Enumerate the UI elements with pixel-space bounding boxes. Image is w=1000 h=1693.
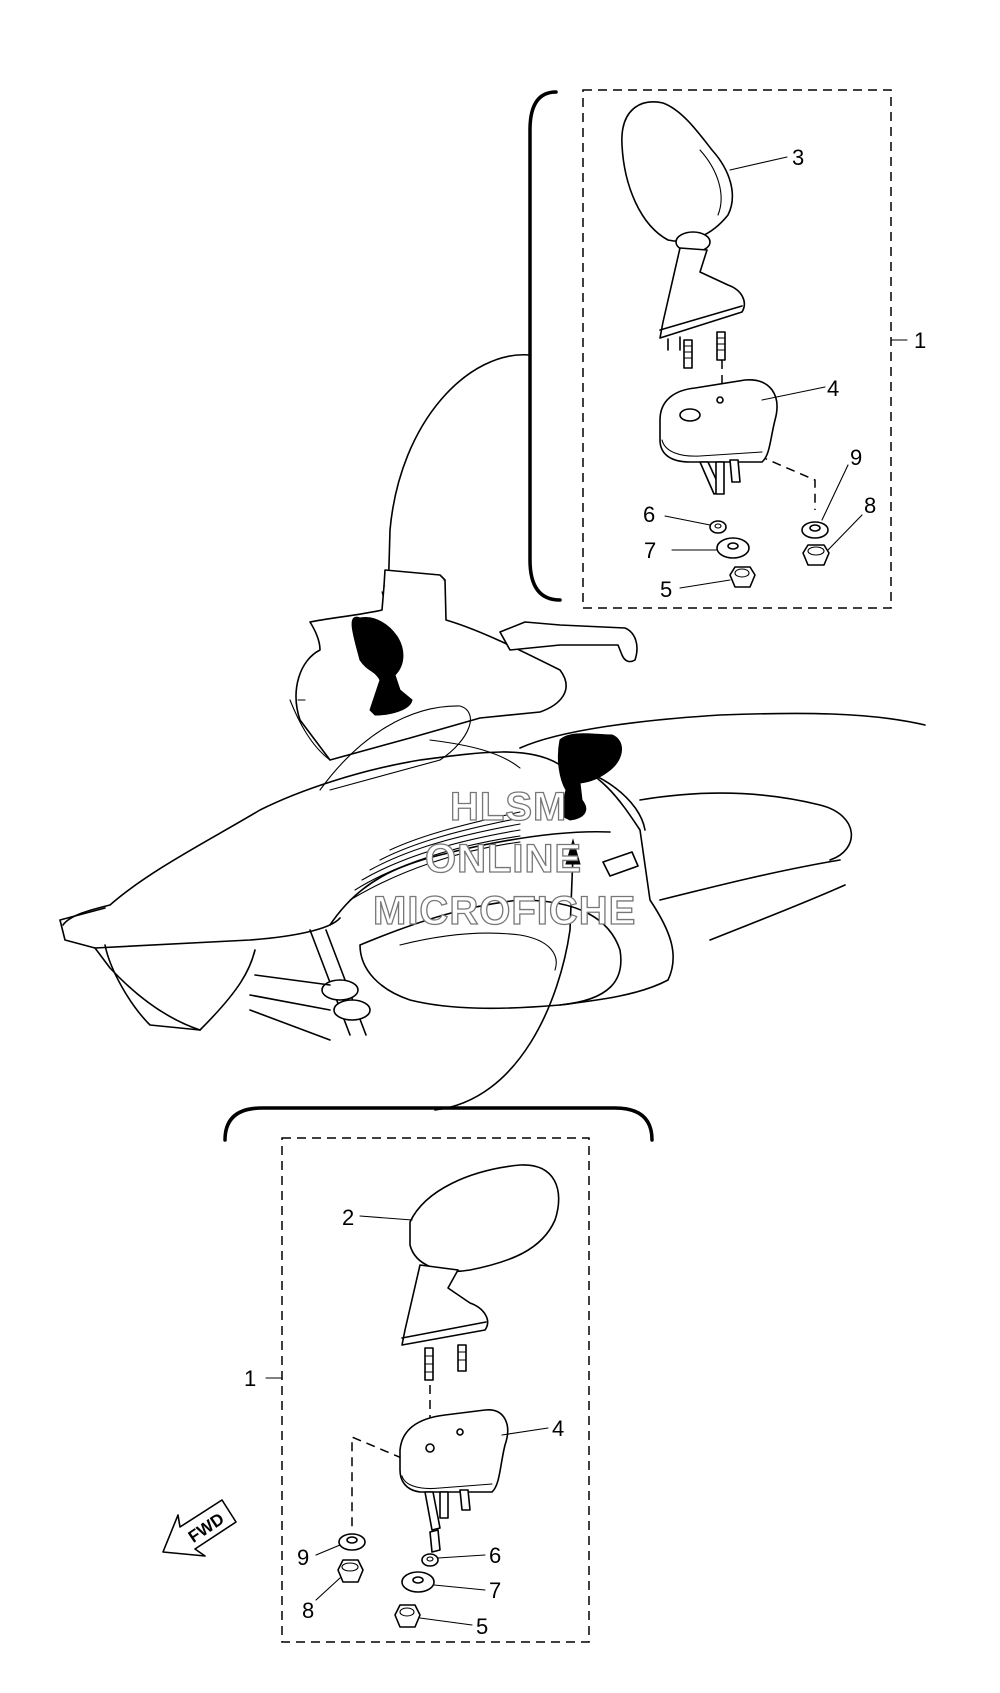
watermark-line-3: MICROFICHE [373, 889, 636, 933]
fwd-arrow-icon: FWD [162, 1499, 237, 1557]
mirror-base-4-lower[interactable] [399, 1409, 509, 1553]
callout-2-lower: 2 [342, 1205, 354, 1230]
lower-assembly-box [281, 1137, 590, 1643]
nut-5-upper[interactable] [729, 566, 756, 588]
washer-7-upper[interactable] [716, 537, 750, 559]
nut-6-lower[interactable] [421, 1553, 439, 1567]
callout-1-upper: 1 [914, 328, 926, 353]
mirror-3[interactable] [621, 101, 746, 369]
watermark: HLSM ONLINE MICROFICHE [372, 784, 636, 933]
washer-9-upper[interactable] [801, 521, 829, 539]
callout-6-lower: 6 [489, 1543, 501, 1568]
watermark-line-2: ONLINE [425, 837, 582, 881]
callout-8-lower: 8 [302, 1598, 314, 1623]
callout-8-upper: 8 [864, 493, 876, 518]
nut-5-lower[interactable] [394, 1604, 421, 1628]
callout-9-lower: 9 [297, 1545, 309, 1570]
callout-4-upper: 4 [827, 376, 839, 401]
mirror-base-4[interactable] [659, 379, 778, 495]
callout-4-lower: 4 [552, 1416, 564, 1441]
upper-bracket [528, 90, 562, 602]
upper-assembly-box [582, 89, 892, 609]
snowmobile-illustration [59, 354, 926, 1111]
lower-bracket [223, 1106, 654, 1142]
callout-5-upper: 5 [660, 577, 672, 602]
mirror-silhouette-right [557, 733, 622, 821]
washer-9-lower[interactable] [338, 1533, 366, 1551]
callout-3-upper: 3 [792, 145, 804, 170]
mirror-2[interactable] [401, 1164, 560, 1381]
lower-exploded-view: 2 4 9 8 [223, 1106, 654, 1643]
nut-8-lower[interactable] [337, 1559, 364, 1583]
callout-7-lower: 7 [489, 1578, 501, 1603]
callout-5-lower: 5 [476, 1614, 488, 1639]
nut-6-upper[interactable] [709, 520, 727, 534]
callout-9-upper: 9 [850, 445, 862, 470]
callout-6-upper: 6 [643, 502, 655, 527]
mirror-silhouette-left [351, 616, 413, 716]
callout-1-lower: 1 [244, 1366, 256, 1391]
upper-exploded-view: 3 4 9 8 [528, 89, 926, 609]
watermark-line-1: HLSM [450, 785, 567, 829]
callout-7-upper: 7 [644, 538, 656, 563]
washer-7-lower[interactable] [401, 1571, 435, 1593]
nut-8-upper[interactable] [802, 544, 830, 566]
